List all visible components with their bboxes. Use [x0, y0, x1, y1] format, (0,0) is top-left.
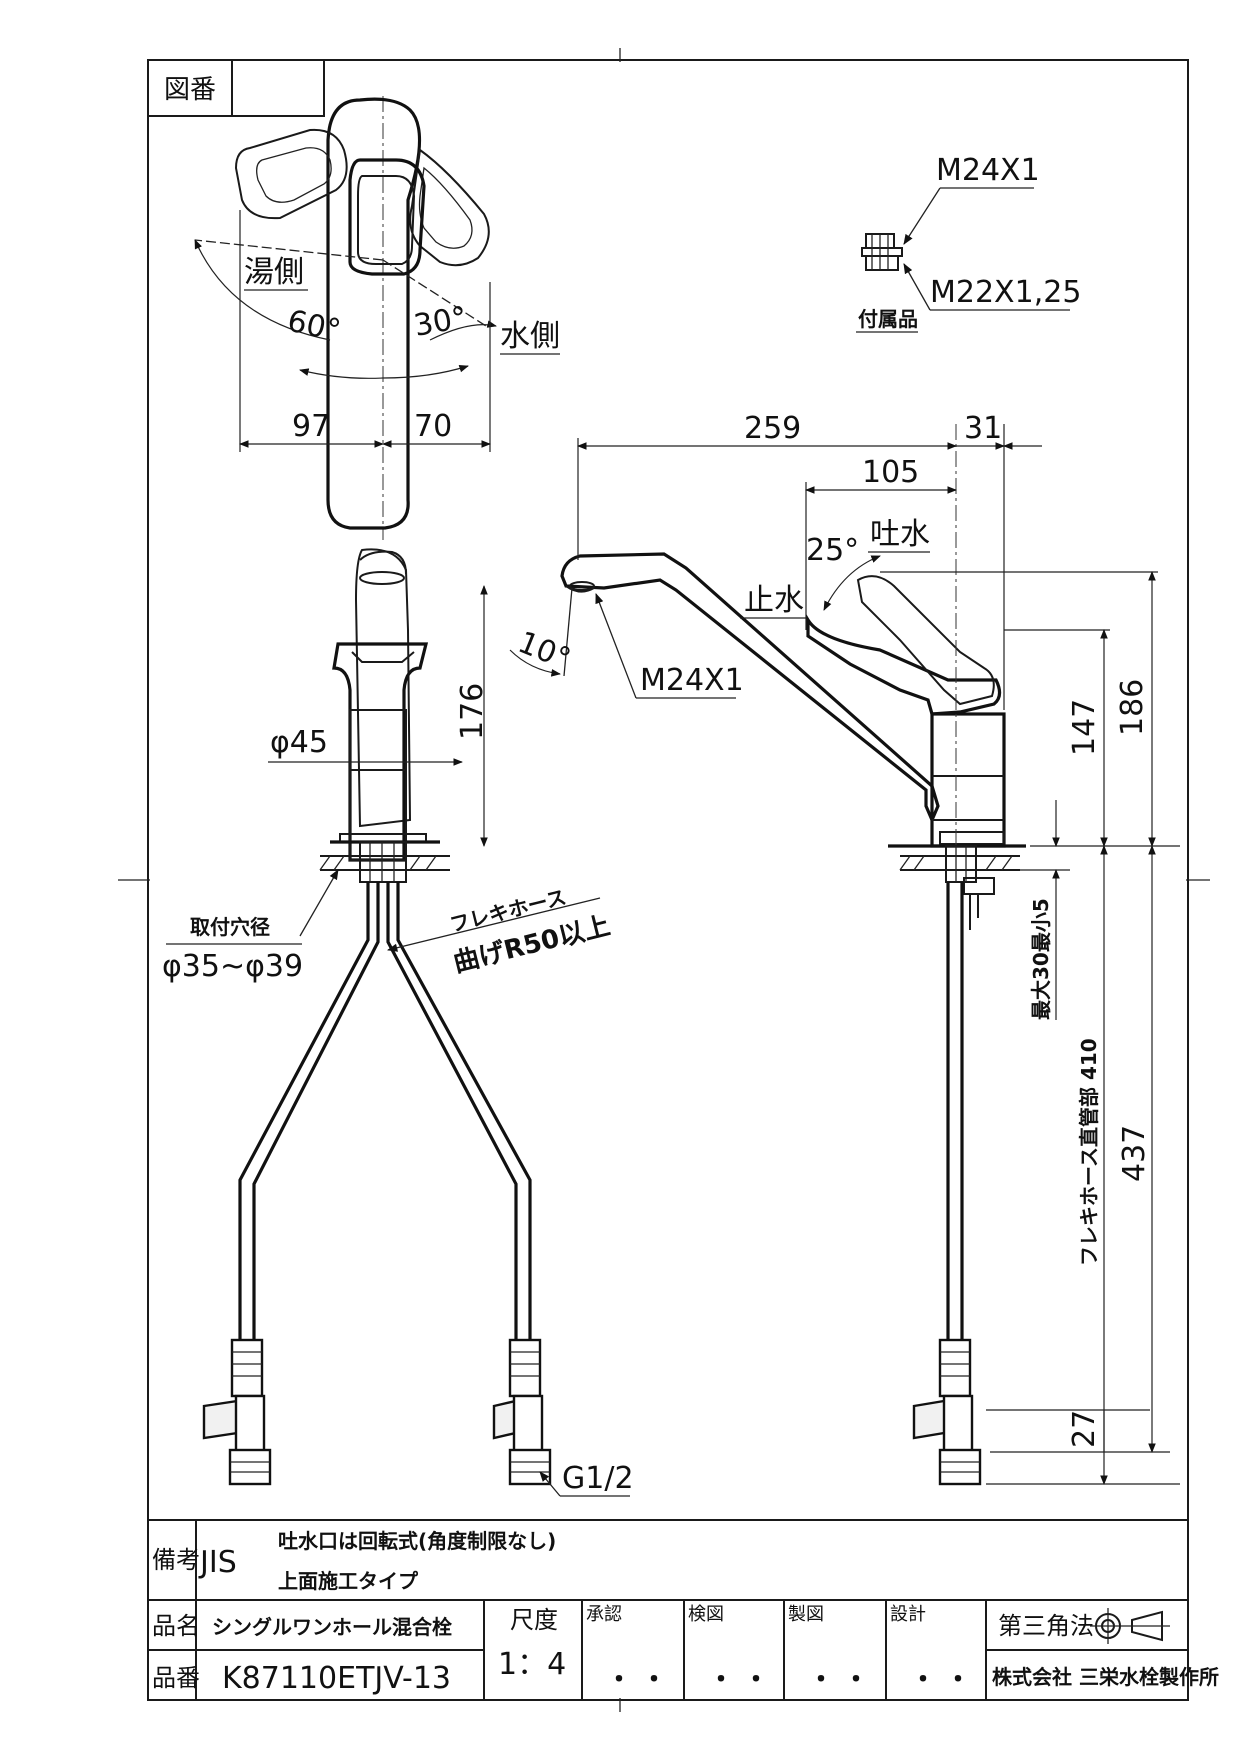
accessory-label: 付属品	[858, 307, 918, 331]
dim-31: 31	[964, 411, 1002, 446]
angle-25: 25°	[806, 533, 859, 568]
water-out-label: 吐水	[870, 517, 930, 552]
accessory-part: M24X1 M22X1,25 付属品	[856, 153, 1081, 333]
front-height-176: 176	[455, 683, 490, 740]
remarks-note-1: 吐水口は回転式(角度制限なし)	[278, 1529, 556, 1553]
cold-side-label: 水側	[500, 319, 560, 354]
title-block: 備考 JIS 吐水口は回転式(角度制限なし) 上面施工タイプ 品名 シングルワン…	[148, 1519, 1219, 1700]
drafter-label: 製図	[788, 1604, 824, 1625]
hot-side-label: 湯側	[244, 255, 304, 290]
cold-angle-label: 30°	[411, 300, 469, 344]
approval-date: ・ ・	[606, 1665, 667, 1695]
counter-thickness: 最大30最小5	[1029, 898, 1053, 1020]
water-stop-label: 止水	[744, 583, 804, 618]
dim-97: 97	[292, 409, 330, 444]
product-name-label: 品名	[152, 1612, 200, 1640]
approval-label: 承認	[586, 1604, 622, 1625]
check-label: 検図	[688, 1604, 724, 1625]
mounting-hole-value: φ35~φ39	[162, 949, 303, 984]
dim-437: 437	[1117, 1125, 1152, 1182]
remarks-label: 備考	[152, 1546, 200, 1574]
drawing-frame	[118, 48, 1210, 1712]
dim-186: 186	[1115, 679, 1150, 736]
third-angle-projection-icon	[1090, 1608, 1170, 1644]
product-name: シングルワンホール混合栓	[212, 1615, 452, 1639]
dim-147: 147	[1067, 699, 1102, 756]
dim-27: 27	[1067, 1410, 1102, 1448]
dim-259: 259	[744, 411, 801, 446]
product-number-label: 品番	[152, 1664, 200, 1692]
top-view: 湯側 60° 30° 水側 97 70	[194, 96, 560, 540]
projection-label: 第三角法	[998, 1612, 1094, 1640]
drawing-number-box: 図番	[147, 59, 325, 117]
zuban-label: 図番	[164, 75, 216, 105]
remarks-standard: JIS	[198, 1545, 237, 1580]
hose-straight-length: フレキホース直管部 410	[1077, 1038, 1101, 1266]
remarks-note-2: 上面施工タイプ	[278, 1569, 419, 1593]
front-view: φ45	[162, 548, 634, 1497]
dim-105: 105	[862, 455, 919, 490]
scale-value: 1：4	[498, 1647, 566, 1682]
spout-thread-label: M24X1	[640, 663, 744, 698]
dim-70: 70	[414, 409, 452, 444]
scale-label: 尺度	[510, 1606, 558, 1634]
company-name: 株式会社 三栄水栓製作所	[992, 1665, 1219, 1689]
front-diameter: φ45	[270, 725, 328, 760]
mounting-hole-label: 取付穴径	[190, 915, 270, 939]
designer-date: ・ ・	[910, 1665, 971, 1695]
angle-10: 10°	[513, 625, 575, 677]
check-date: ・ ・	[708, 1665, 769, 1695]
hot-angle-label: 60°	[284, 304, 343, 349]
side-view: 259 31 105 25° 吐水 止水 10° M24X1 147 186 最…	[509, 411, 1180, 1486]
designer-label: 設計	[890, 1604, 926, 1625]
inlet-thread-label: G1/2	[562, 1461, 634, 1496]
accessory-thread-outer: M24X1	[936, 153, 1040, 188]
accessory-thread-inner: M22X1,25	[930, 275, 1081, 310]
drafter-date: ・ ・	[808, 1665, 869, 1695]
product-number: K87110ETJV-13	[222, 1661, 451, 1696]
